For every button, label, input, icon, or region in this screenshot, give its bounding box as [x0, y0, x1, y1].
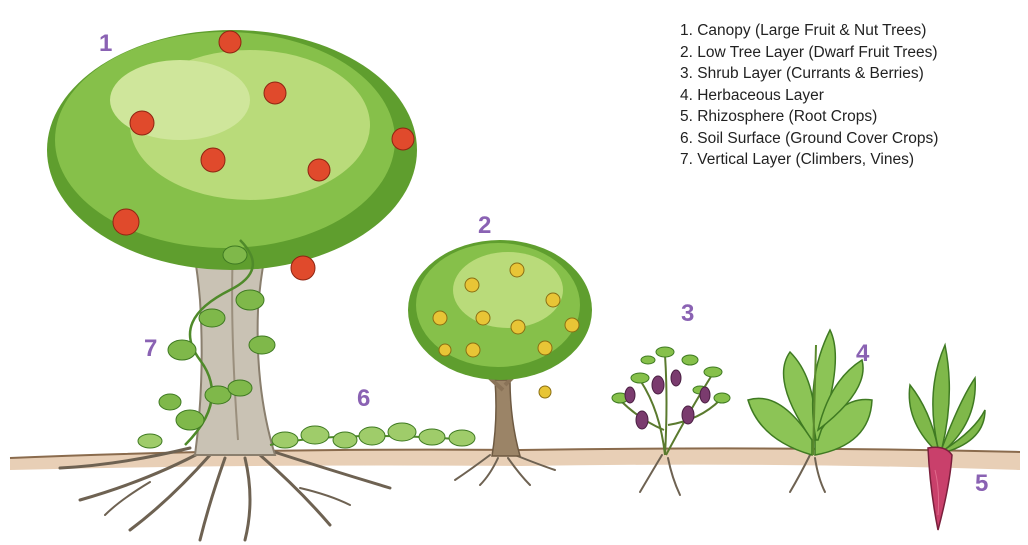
layer-legend: 1. Canopy (Large Fruit & Nut Trees) 2. L… — [680, 20, 938, 171]
legend-item-soil-surface: 6. Soil Surface (Ground Cover Crops) — [680, 128, 938, 150]
legend-item-canopy: 1. Canopy (Large Fruit & Nut Trees) — [680, 20, 938, 42]
berry-shrub-icon — [612, 347, 730, 495]
layer-number-3: 3 — [681, 300, 694, 328]
legend-item-shrub: 3. Shrub Layer (Currants & Berries) — [680, 63, 938, 85]
layer-number-1: 1 — [99, 30, 112, 58]
layer-number-6: 6 — [357, 385, 370, 413]
legend-item-low-tree: 2. Low Tree Layer (Dwarf Fruit Trees) — [680, 42, 938, 64]
herbaceous-plant-icon — [748, 330, 872, 492]
legend-item-vertical: 7. Vertical Layer (Climbers, Vines) — [680, 149, 938, 171]
legend-item-rhizosphere: 5. Rhizosphere (Root Crops) — [680, 106, 938, 128]
layer-number-4: 4 — [856, 340, 869, 368]
layer-number-5: 5 — [975, 470, 988, 498]
legend-item-herbaceous: 4. Herbaceous Layer — [680, 85, 938, 107]
dwarf-fruit-tree-icon — [408, 240, 592, 485]
root-crop-icon — [909, 345, 985, 530]
layer-number-2: 2 — [478, 212, 491, 240]
layer-number-7: 7 — [144, 335, 157, 363]
